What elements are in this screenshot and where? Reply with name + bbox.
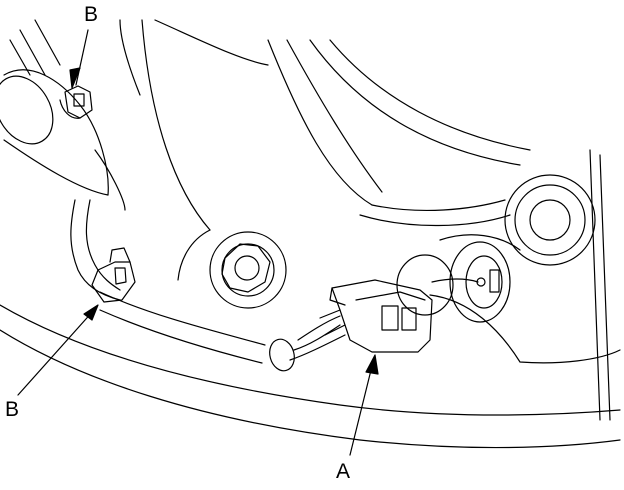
callout-label-b-left: B [5, 398, 20, 421]
shaft-cylinder [0, 20, 125, 210]
leader-b-left [18, 310, 94, 395]
arrowhead-b-left [84, 305, 98, 320]
arrowhead-a [366, 355, 378, 374]
upper-harness-clamp [60, 86, 92, 118]
callout-label-b-top: B [84, 3, 99, 26]
right-round-housing [505, 175, 595, 265]
body-panel-contours [0, 20, 620, 448]
leader-a [350, 362, 373, 455]
callout-label-a: A [336, 460, 351, 483]
arrowhead-b-top [70, 68, 80, 88]
lower-harness-clamp [92, 248, 135, 302]
leader-b-top [76, 30, 88, 85]
mounting-bolt [178, 230, 286, 308]
leader-lines [18, 30, 378, 455]
wire-harness-tube [71, 200, 345, 374]
connector-a [320, 280, 432, 352]
